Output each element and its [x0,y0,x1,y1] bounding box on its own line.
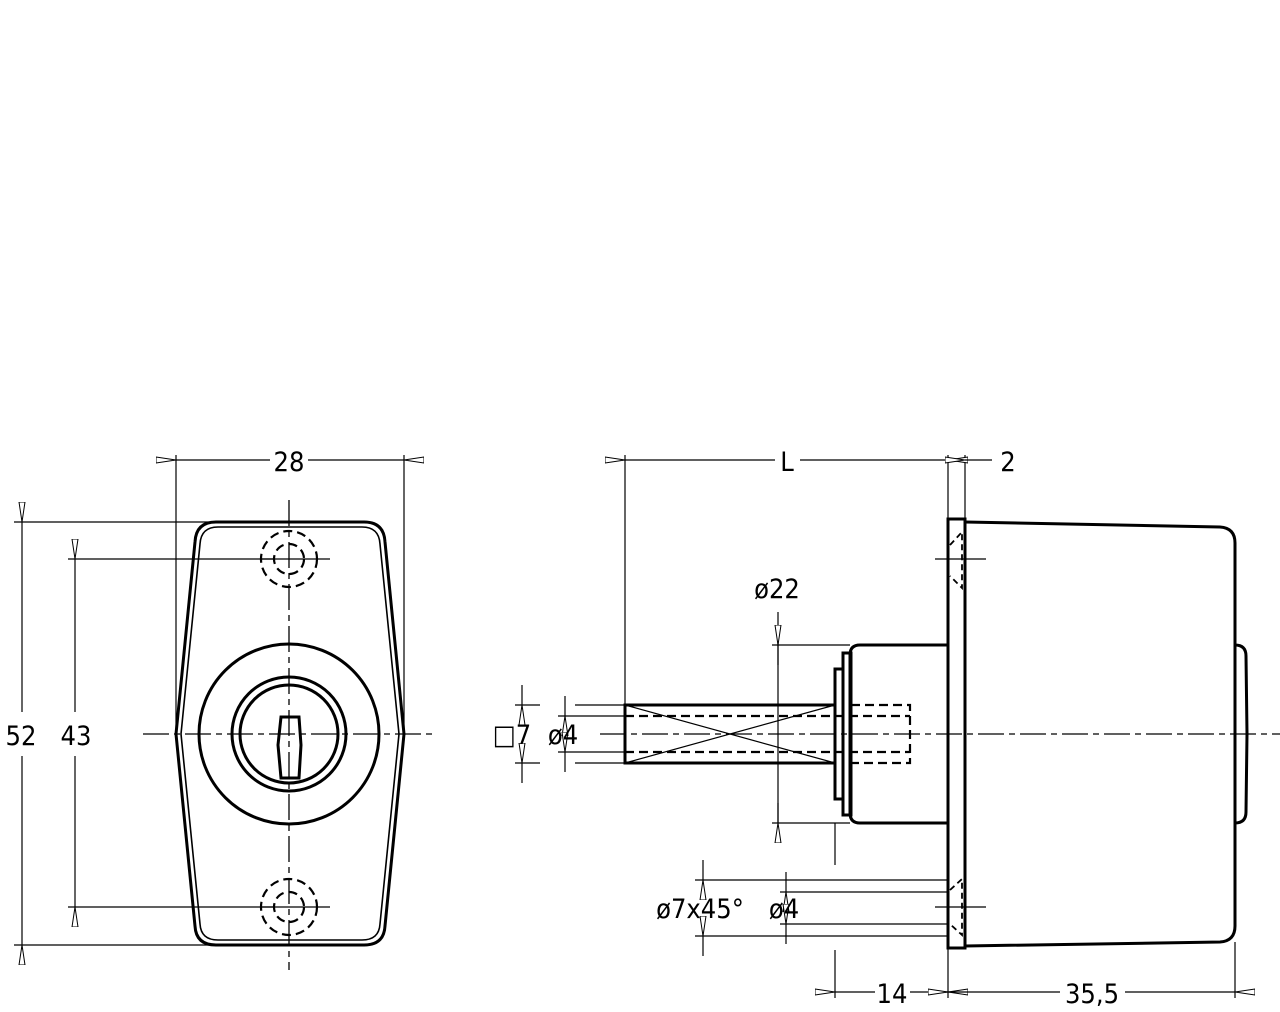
dim-width-label: 28 [274,447,305,478]
dim-bore-label: ø4 [548,720,578,751]
dim-square-label: □7 [493,720,531,751]
front-outline-inner [180,526,400,941]
keyway-slot [276,715,303,780]
dim-flange-label: 2 [1000,447,1015,478]
top-countersink-hidden [949,529,963,591]
side-view: L 2 ø22 □7 ø4 ø7x45° ø4 [493,447,1280,1010]
front-outline-outer [174,520,406,947]
dim-length-label: L [780,447,794,478]
dim-hub-length-label: 14 [877,979,908,1010]
dim-height-label: 52 [6,721,37,752]
dim-countersink-label: ø7x45° [656,894,744,925]
dim-body-length-label: 35,5 [1065,979,1119,1010]
dim-hub-dia-label: ø22 [754,574,800,605]
dim-hole-dia-label: ø4 [769,894,799,925]
dim-hole-spacing-label: 43 [61,721,92,752]
front-view: 28 52 43 [6,447,432,970]
